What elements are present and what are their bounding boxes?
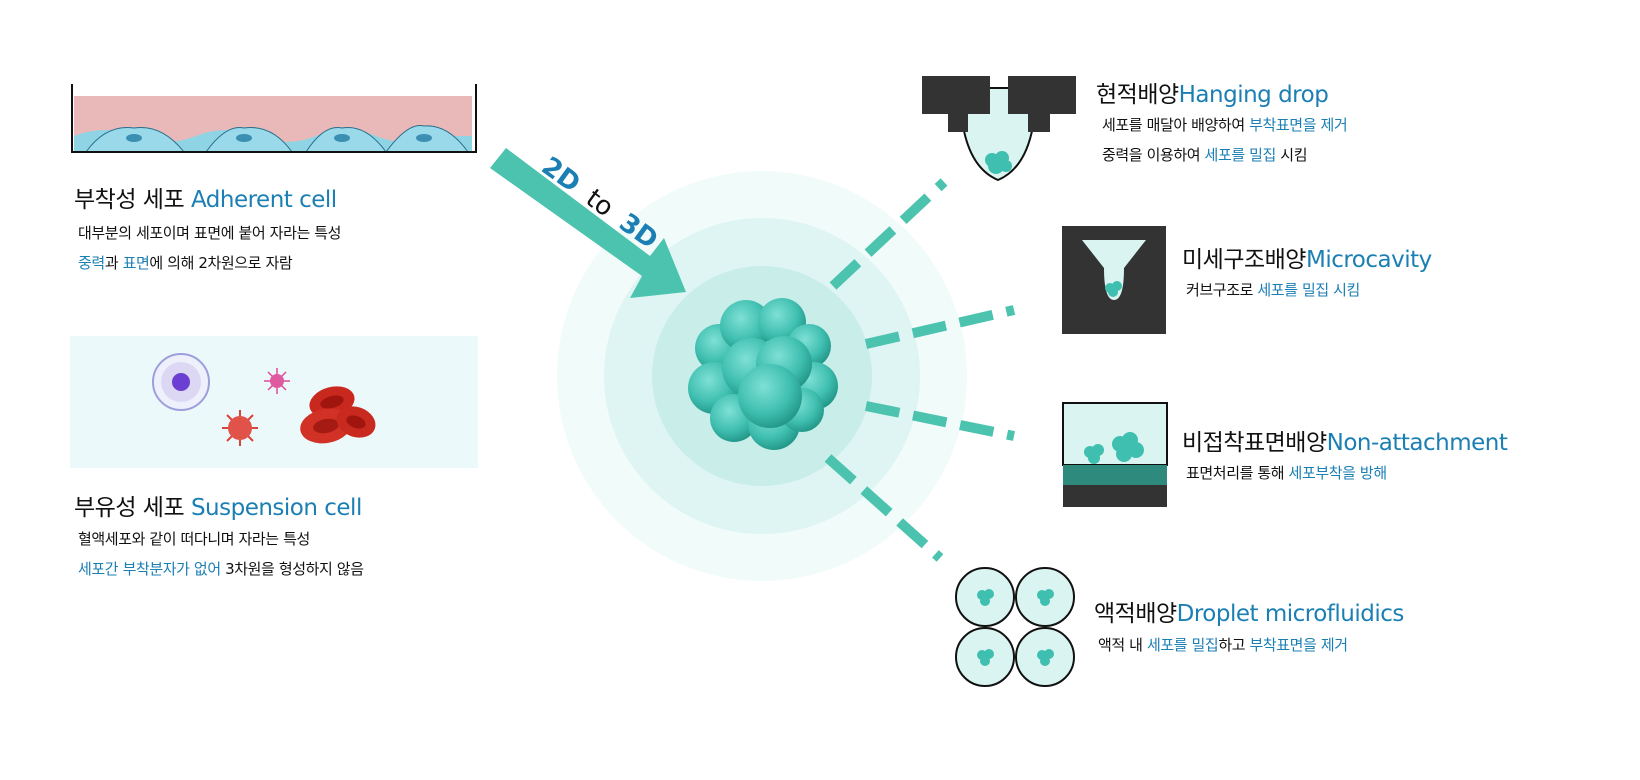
non-attachment-icon bbox=[1062, 402, 1168, 507]
suspension-cells-panel bbox=[70, 336, 478, 468]
droplet-icon bbox=[955, 567, 1075, 687]
microcavity-line-1: 커브구조로 세포를 밀집 시킴 bbox=[1186, 281, 1360, 299]
droplet-title: 액적배양Droplet microfluidics bbox=[1094, 601, 1404, 627]
hanging-drop-title: 현적배양Hanging drop bbox=[1096, 82, 1329, 108]
2d-to-3d-arrow: 2D to 3D bbox=[490, 148, 686, 298]
hanging-line-2: 중력을 이용하여 세포를 밀집 시킴 bbox=[1102, 146, 1308, 164]
suspension-cell-description: 혈액세포와 같이 떠다니며 자라는 특성 세포간 부착분자가 없어 3차원을 형… bbox=[78, 524, 364, 584]
suspension-cell-title: 부유성 세포 Suspension cell bbox=[74, 495, 362, 521]
suspension-line-1: 혈액세포와 같이 떠다니며 자라는 특성 bbox=[78, 530, 310, 548]
adherent-line-1: 대부분의 세포이며 표면에 붙어 자라는 특성 bbox=[78, 224, 342, 242]
spheroid-icon bbox=[688, 298, 838, 450]
hanging-line-1: 세포를 매달아 배양하여 부착표면을 제거 bbox=[1102, 116, 1348, 134]
microcavity-title: 미세구조배양Microcavity bbox=[1182, 247, 1432, 273]
microcavity-description: 커브구조로 세포를 밀집 시킴 bbox=[1186, 275, 1360, 305]
suspension-line-2: 세포간 부착분자가 없어 3차원을 형성하지 않음 bbox=[78, 560, 364, 578]
adherent-cell-description: 대부분의 세포이며 표면에 붙어 자라는 특성 중력과 표면에 의해 2차원으로… bbox=[78, 218, 341, 278]
microcavity-icon bbox=[1062, 226, 1166, 334]
suspension-cells-illustration bbox=[152, 353, 376, 446]
hanging-drop-icon bbox=[922, 76, 1076, 182]
culture-dish-illustration bbox=[71, 84, 477, 153]
droplet-line-1: 액적 내 세포를 밀집하고 부착표면을 제거 bbox=[1098, 636, 1348, 654]
nonattach-line-1: 표면처리를 통해 세포부착을 방해 bbox=[1186, 464, 1387, 482]
non-attachment-title: 비접착표면배양Non-attachment bbox=[1182, 430, 1508, 456]
hanging-drop-description: 세포를 매달아 배양하여 부착표면을 제거 중력을 이용하여 세포를 밀집 시킴 bbox=[1102, 110, 1348, 170]
droplet-description: 액적 내 세포를 밀집하고 부착표면을 제거 bbox=[1098, 630, 1348, 660]
adherent-line-2: 중력과 표면에 의해 2차원으로 자람 bbox=[78, 254, 293, 272]
non-attachment-description: 표면처리를 통해 세포부착을 방해 bbox=[1186, 458, 1387, 488]
adherent-cell-title: 부착성 세포 Adherent cell bbox=[74, 187, 337, 213]
